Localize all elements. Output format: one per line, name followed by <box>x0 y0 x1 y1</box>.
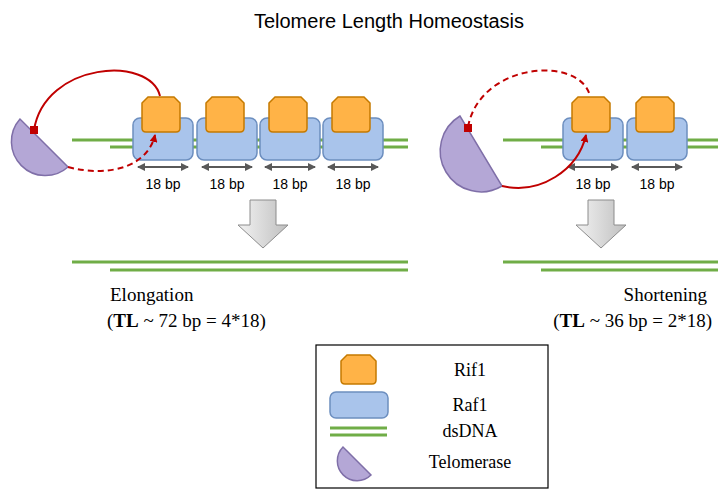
legend-label: dsDNA <box>442 420 497 442</box>
emphasis: TL <box>113 310 138 331</box>
legend-rif1-sample <box>341 355 376 384</box>
outcome-label: Shortening <box>624 283 707 306</box>
length-label: 18 bp <box>639 176 674 193</box>
length-label: 18 bp <box>209 176 244 193</box>
telomerase-inhibit-line <box>68 135 155 171</box>
binding-site <box>464 124 472 132</box>
dsdna <box>72 262 408 270</box>
rif1-protein <box>572 97 674 132</box>
legend-label: Rif1 <box>454 359 486 381</box>
length-formula: (TL ~ 36 bp = 2*18) <box>553 309 712 332</box>
legend-dsdna-sample <box>330 428 387 435</box>
length-label: 18 bp <box>575 176 610 193</box>
length-formula: (TL ~ 72 bp = 4*18) <box>107 309 266 332</box>
length-arrow <box>568 166 682 168</box>
length-arrow <box>138 166 378 168</box>
emphasis: TL <box>560 310 585 331</box>
telomerase-recruit-line <box>502 135 586 188</box>
telomerase-inhibit-line <box>468 70 590 127</box>
length-label: 18 bp <box>272 176 307 193</box>
process-arrow <box>238 200 288 248</box>
length-label: 18 bp <box>335 176 370 193</box>
legend-box <box>316 345 548 488</box>
rif1-protein <box>142 97 370 132</box>
process-arrow <box>576 200 626 248</box>
legend-telomerase-sample <box>337 447 371 481</box>
outcome-label: Elongation <box>110 283 193 306</box>
legend-label: Raf1 <box>453 394 488 416</box>
diagram-title: Telomere Length Homeostasis <box>254 9 524 33</box>
telomerase <box>440 116 502 192</box>
dsdna <box>503 262 718 270</box>
binding-site <box>30 126 38 134</box>
length-label: 18 bp <box>145 176 180 193</box>
telomerase <box>11 119 68 176</box>
telomerase-recruit-line <box>34 71 160 130</box>
legend-label: Telomerase <box>429 451 512 473</box>
legend-raf1-sample <box>330 392 388 418</box>
